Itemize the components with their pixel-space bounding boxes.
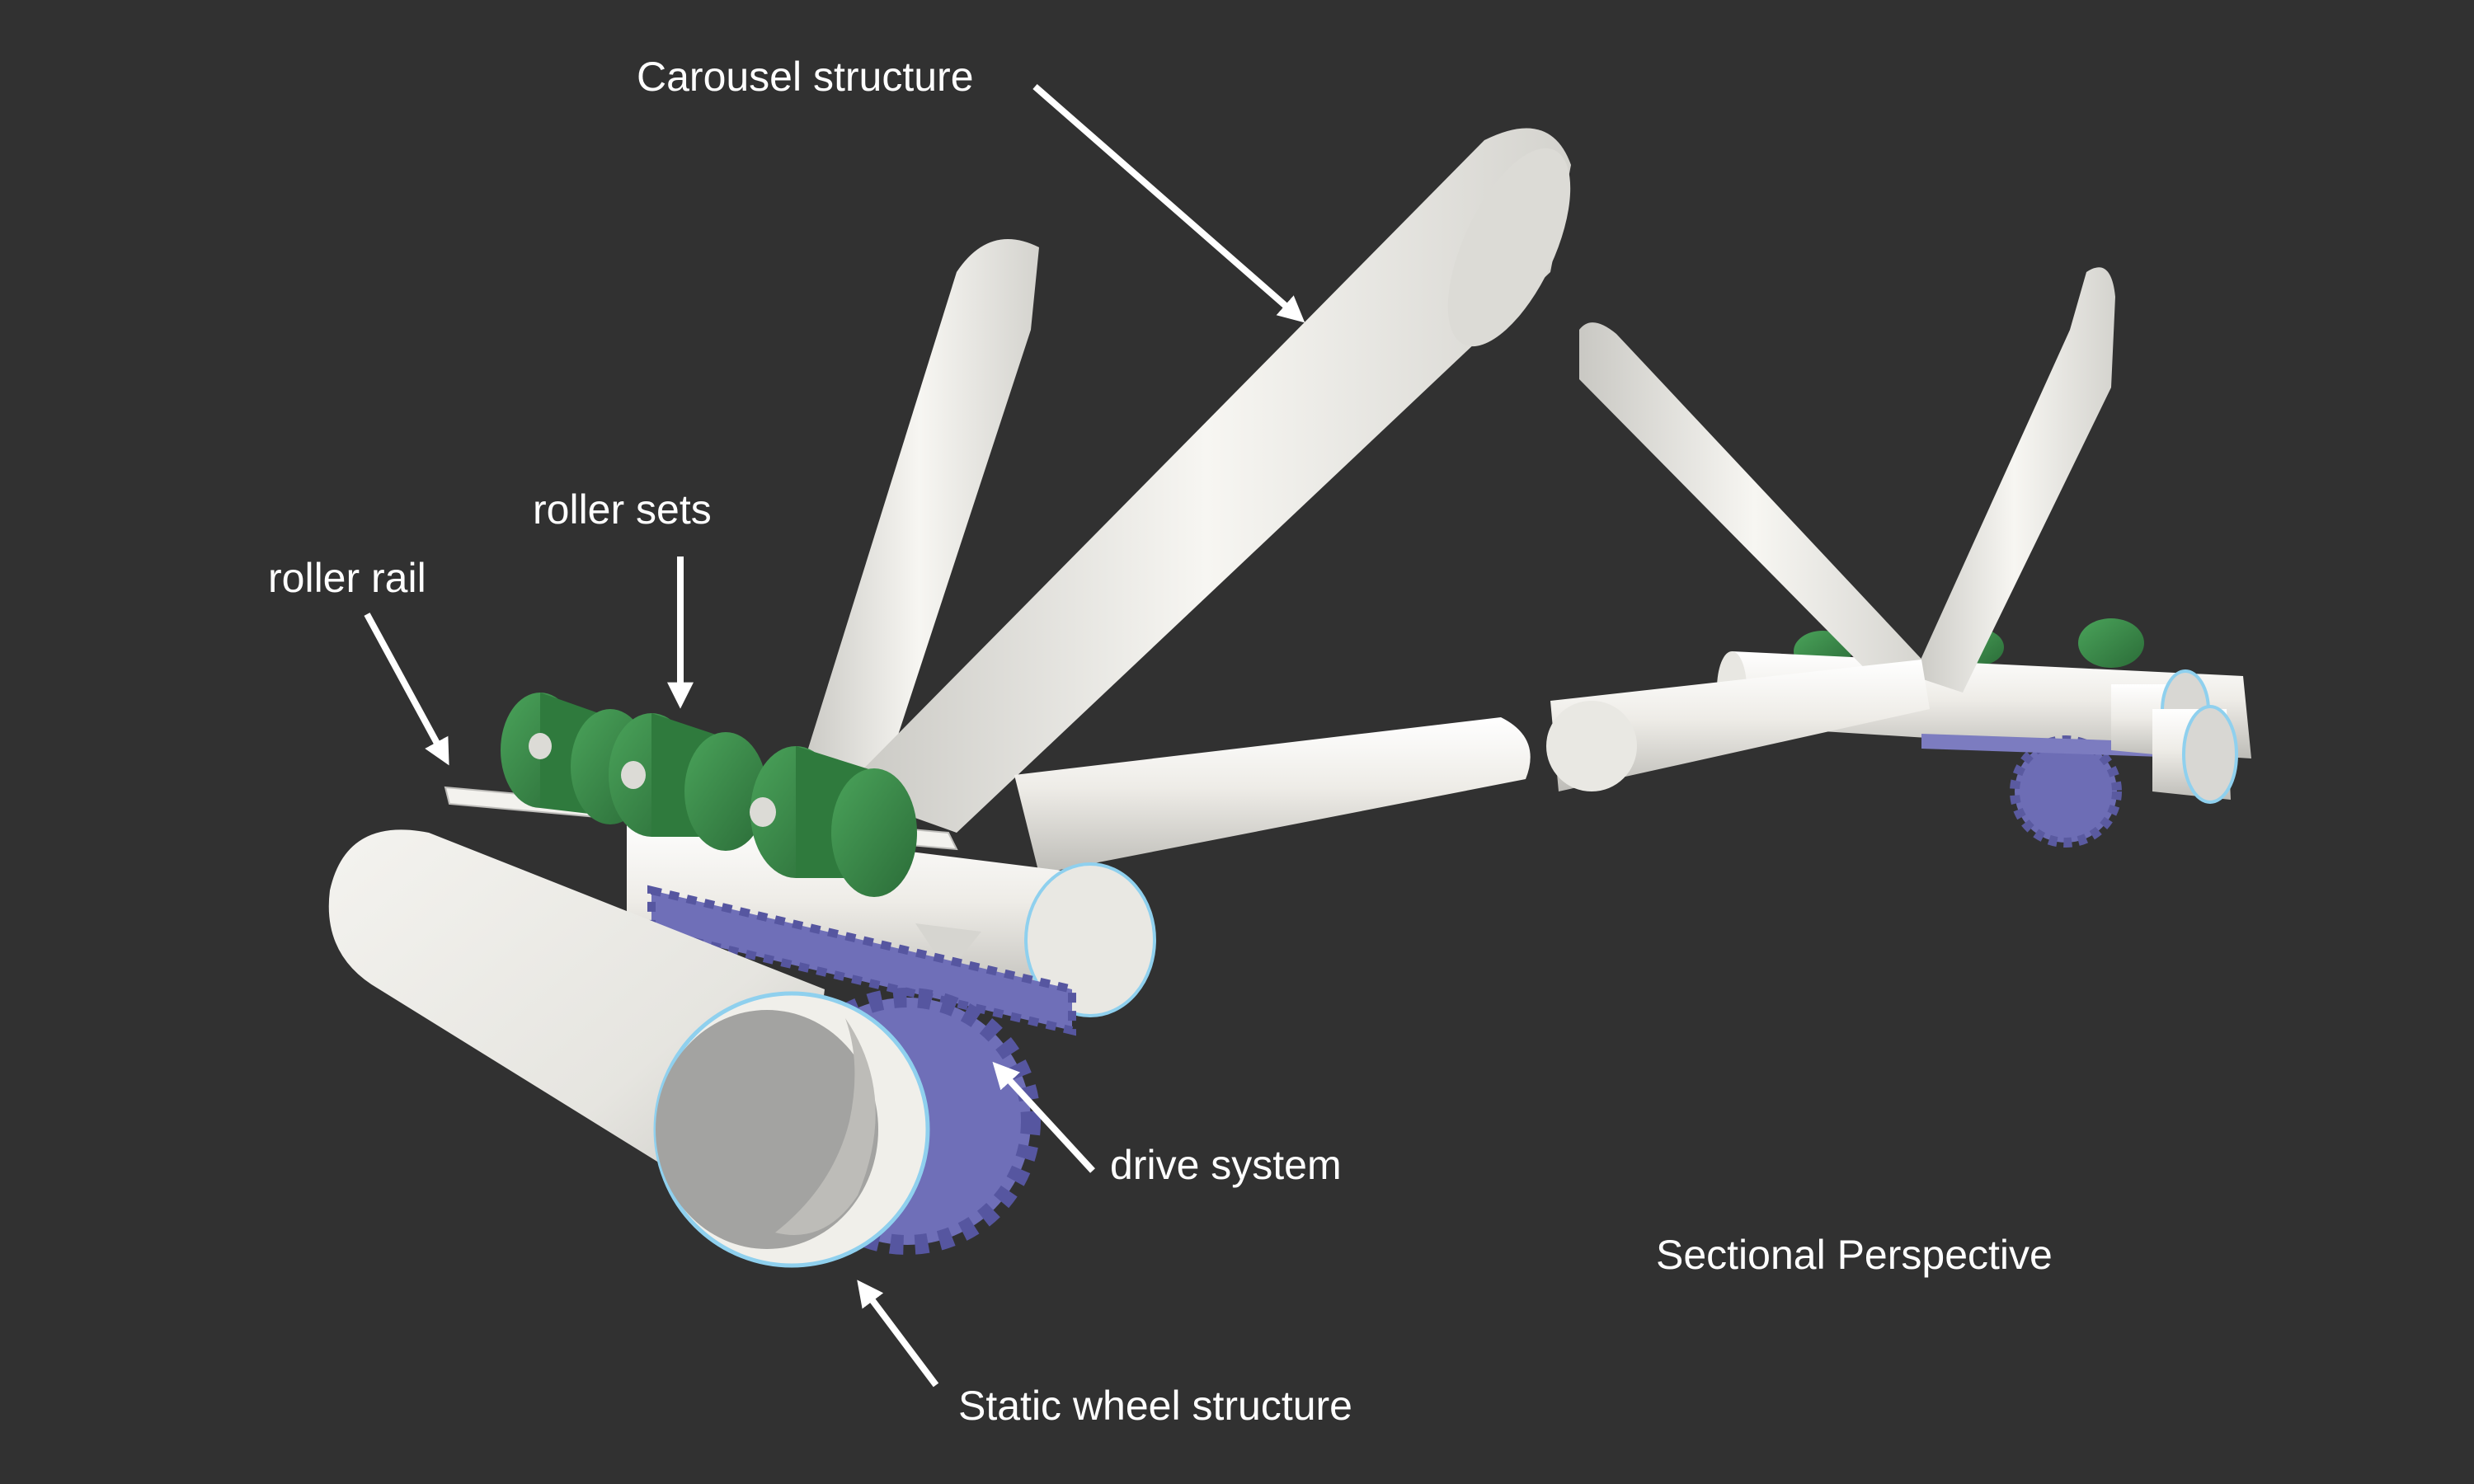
drive-rack	[647, 885, 1076, 1036]
far-gear	[1921, 734, 2161, 848]
arrow-static-wheel	[857, 1280, 939, 1388]
carousel-horizontal-beam	[1014, 717, 1531, 874]
label-roller-sets: roller sets	[533, 486, 712, 533]
roller-set-group	[501, 693, 917, 897]
label-carousel-structure: Carousel structure	[637, 54, 974, 100]
arrow-drive-system	[992, 1061, 1095, 1173]
far-tube-assembly	[1546, 267, 2251, 848]
label-static-wheel-structure: Static wheel structure	[958, 1383, 1352, 1429]
diagram-title: Sectional Perspective	[1656, 1232, 2053, 1278]
far-diagonal-strut-left	[1579, 322, 1930, 701]
carousel-strut-front	[841, 128, 1571, 834]
far-diagonal-strut-right	[1913, 267, 2115, 693]
roller-set-3	[750, 746, 917, 897]
carousel-strut-back	[800, 239, 1039, 808]
roller-set-2	[609, 713, 767, 851]
connecting-beam	[1546, 660, 1930, 791]
label-roller-rail: roller rail	[268, 555, 426, 601]
arrow-carousel-structure	[1032, 83, 1305, 323]
far-tube-ends	[2111, 669, 2238, 804]
label-drive-system: drive system	[1110, 1142, 1342, 1188]
arrow-roller-rail	[364, 613, 449, 766]
static-wheel-tube	[328, 829, 930, 1268]
rail-tube	[627, 816, 1156, 1017]
